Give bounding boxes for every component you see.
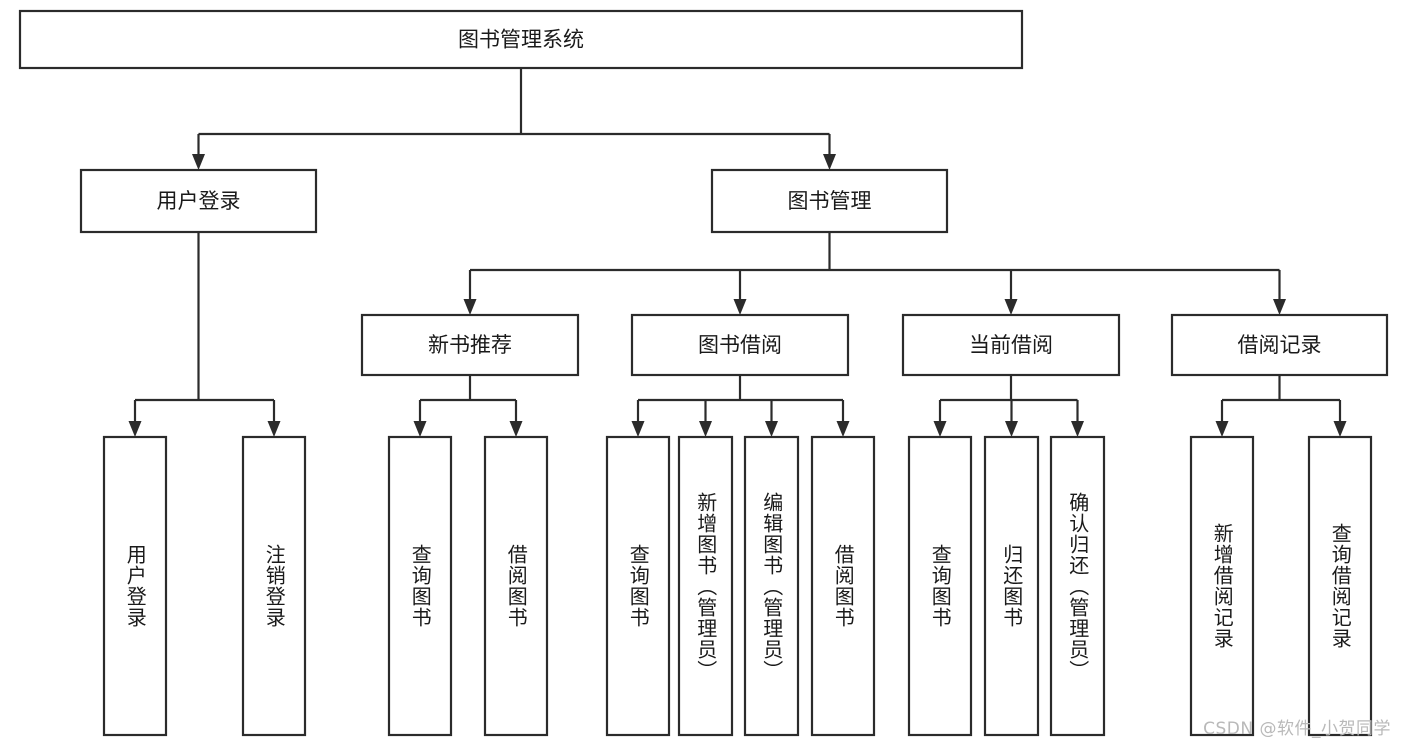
leaf-node-box-5[interactable] (605, 435, 671, 737)
leaf-node-box-8[interactable] (810, 435, 876, 737)
leaf-node-box-3[interactable] (387, 435, 453, 737)
arrow-head-icon (733, 299, 747, 315)
arrow-head-icon (699, 421, 712, 437)
arrow-head-icon (463, 299, 477, 315)
arrow-head-icon (509, 421, 523, 437)
level3-node-box-2[interactable] (630, 313, 850, 377)
leaf-node-box-2[interactable] (241, 435, 307, 737)
connector-lines (128, 68, 1347, 437)
leaf-node-box-11[interactable] (1049, 435, 1106, 737)
level3-node-label-4: 借阅记录 (1238, 333, 1322, 357)
arrow-head-icon (192, 154, 205, 170)
root-node-label: 图书管理系统 (458, 28, 584, 52)
arrow-head-icon (128, 421, 142, 437)
level2-node-label-2: 图书管理 (788, 189, 872, 213)
leaf-node-box-13[interactable] (1307, 435, 1373, 737)
level2-node-box-2[interactable] (710, 168, 949, 234)
arrow-head-icon (1004, 299, 1018, 315)
arrow-head-icon (413, 421, 427, 437)
arrow-head-icon (267, 421, 281, 437)
leaf-node-box-4[interactable] (483, 435, 549, 737)
arrow-head-icon (933, 421, 947, 437)
root-node-box[interactable] (18, 9, 1024, 70)
arrow-head-icon (1005, 421, 1018, 437)
arrow-head-icon (1215, 421, 1229, 437)
leaf-node-box-6[interactable] (677, 435, 734, 737)
level2-node-box-1[interactable] (79, 168, 318, 234)
arrow-head-icon (631, 421, 645, 437)
level2-node-label-1: 用户登录 (157, 189, 241, 213)
leaf-node-box-7[interactable] (743, 435, 800, 737)
level3-node-label-1: 新书推荐 (428, 333, 512, 357)
level3-node-label-3: 当前借阅 (969, 333, 1053, 357)
arrow-head-icon (765, 421, 778, 437)
level3-node-box-1[interactable] (360, 313, 580, 377)
leaf-node-box-1[interactable] (102, 435, 168, 737)
watermark: CSDN @软件_小贺同学 (1203, 719, 1391, 739)
arrow-head-icon (1071, 421, 1084, 437)
leaf-node-box-12[interactable] (1189, 435, 1255, 737)
leaf-node-box-10[interactable] (983, 435, 1040, 737)
level3-node-box-3[interactable] (901, 313, 1121, 377)
node-boxes (18, 9, 1389, 737)
arrow-head-icon (836, 421, 850, 437)
leaf-node-box-9[interactable] (907, 435, 973, 737)
level3-node-label-2: 图书借阅 (698, 333, 782, 357)
arrow-head-icon (1273, 299, 1286, 315)
level3-node-box-4[interactable] (1170, 313, 1389, 377)
arrow-head-icon (823, 154, 836, 170)
arrow-head-icon (1333, 421, 1347, 437)
